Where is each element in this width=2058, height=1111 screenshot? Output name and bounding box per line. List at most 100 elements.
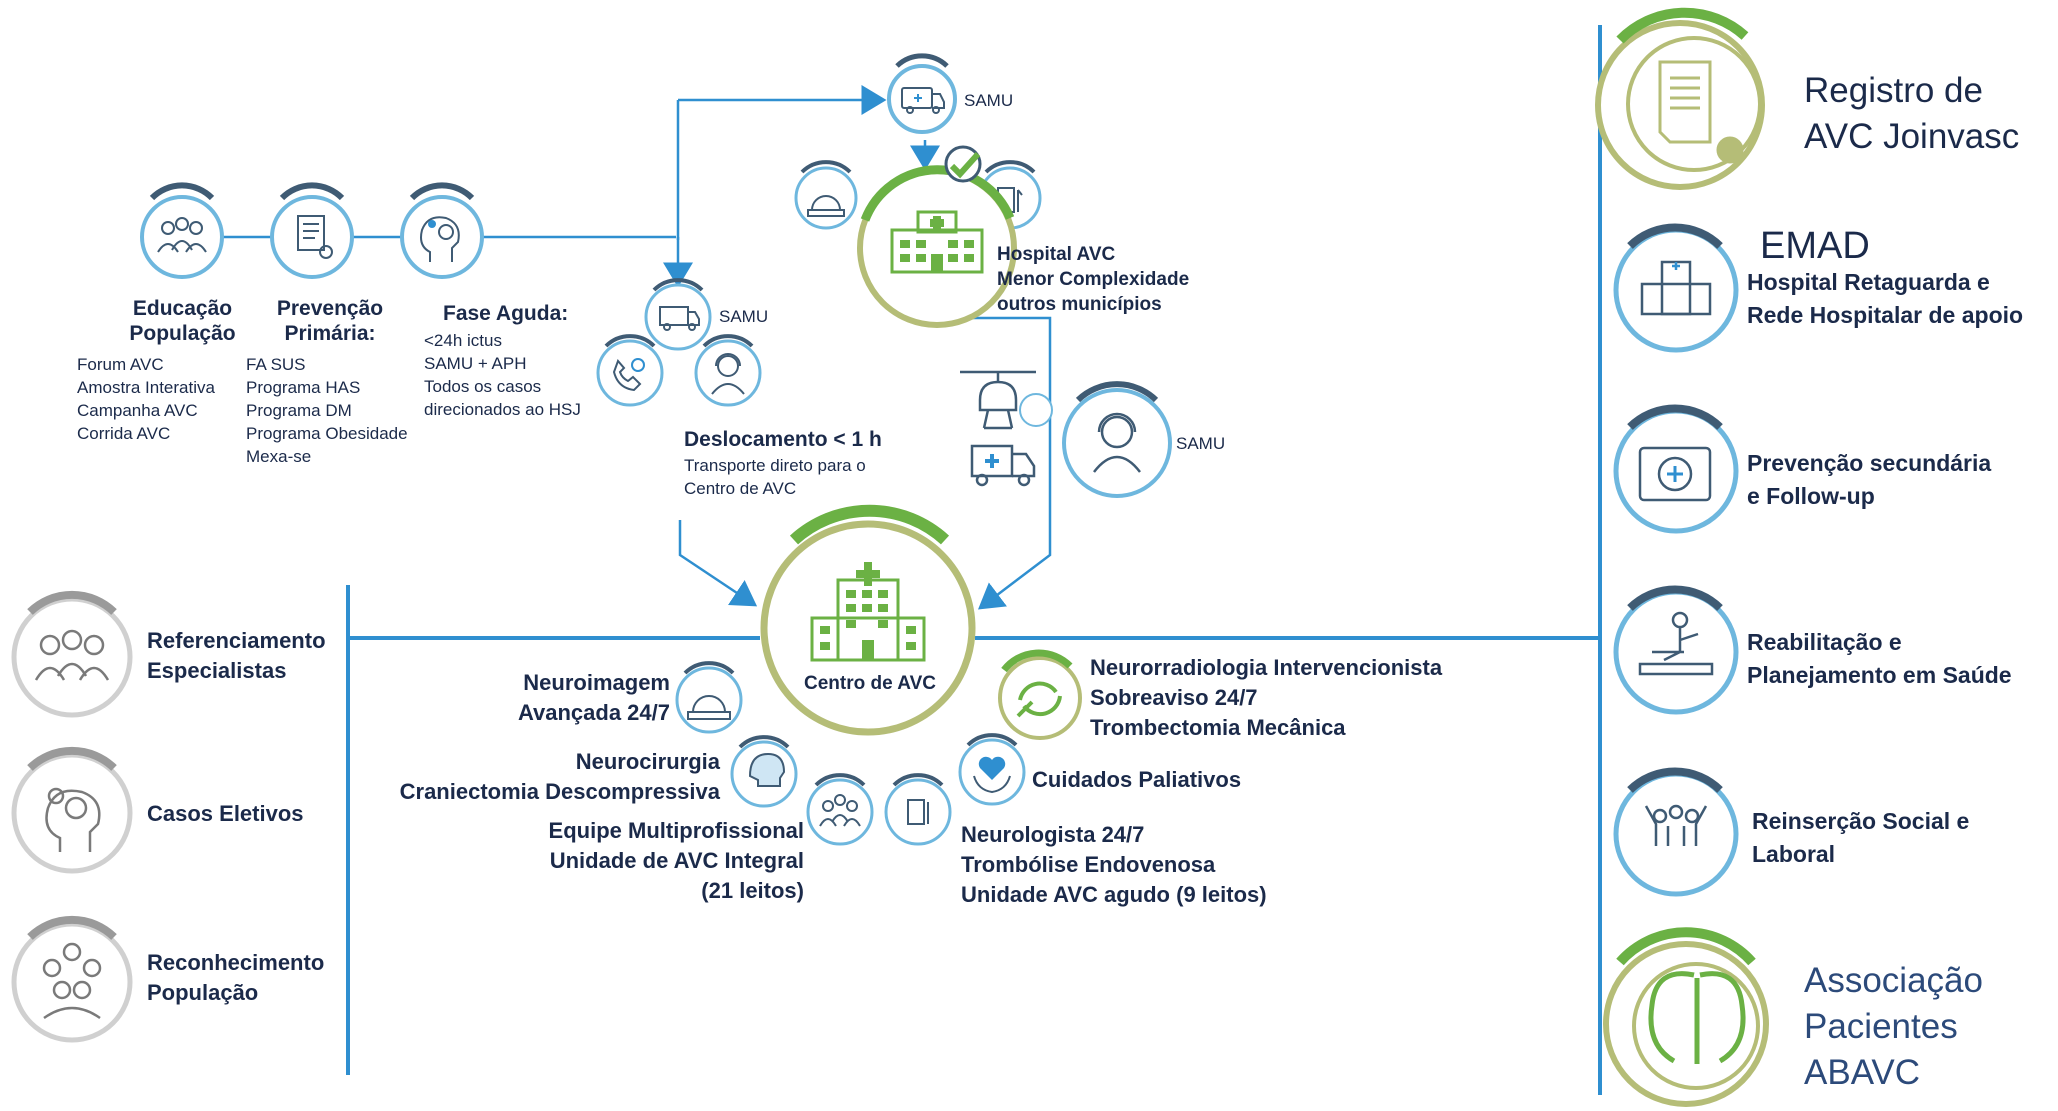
hospital-retaguarda-line-2: Rede Hospitalar de apoio: [1747, 302, 2024, 328]
prevencao-list: FA SUS Programa HAS Programa DM Programa…: [246, 353, 408, 468]
list-item: Centro de AVC: [684, 479, 797, 498]
medical-kit-icon: [1638, 446, 1712, 502]
neuroimagem-circle: [675, 661, 743, 734]
neurorradiologia-line-2: Sobreaviso 24/7: [1090, 685, 1258, 710]
neuroimagem-line-1: Neuroimagem: [523, 670, 670, 695]
hospital-retaguarda-line-1: Hospital Retaguarda e: [1747, 269, 1990, 295]
equipe-label: Equipe Multiprofissional Unidade de AVC …: [500, 816, 804, 906]
neurorradiologia-line-1: Neurorradiologia Intervencionista: [1090, 655, 1443, 680]
document-icon: [297, 215, 333, 259]
phone-icon: [612, 358, 645, 392]
hospital-building-icon: [890, 210, 984, 274]
deslocamento-list: Transporte direto para o Centro de AVC: [684, 454, 866, 500]
referenciamento-line-1: Referenciamento: [147, 628, 326, 653]
registry-document-icon: [1658, 60, 1744, 164]
hospital-avc-line-1: Hospital AVC: [997, 244, 1116, 265]
educacao-title-line-2: População: [129, 322, 236, 345]
mri-icon: [687, 695, 731, 720]
associacao-circle: [1603, 927, 1769, 1107]
reabilitacao-line-2: Planejamento em Saúde: [1747, 662, 2012, 688]
prevencao-title-line-2: Primária:: [284, 322, 376, 345]
neurocirurgia-line-1: Neurocirurgia: [575, 749, 720, 774]
heart-hands-icon: [973, 756, 1011, 794]
left-circle-3: [11, 915, 133, 1043]
list-item: Amostra Interativa: [77, 378, 215, 397]
reconhecimento-line-1: Reconhecimento: [147, 950, 325, 975]
neurorradiologia-label: Neurorradiologia Intervencionista Sobrea…: [1090, 653, 1442, 743]
centro-avc-circle: [760, 504, 976, 736]
educacao-icon-circle: [140, 182, 224, 279]
list-item: direcionados ao HSJ: [424, 400, 581, 419]
people-icon: [157, 217, 207, 253]
prevencao-secundaria-circle: [1613, 404, 1739, 534]
reinsercao-line-1: Reinserção Social e: [1752, 808, 1970, 834]
associacao-label: Associação Pacientes ABAVC: [1804, 958, 1983, 1096]
samu-mid-label: SAMU: [719, 307, 769, 326]
neurologista-line-3: Unidade AVC agudo (9 leitos): [961, 882, 1267, 907]
registro-circle: [1595, 7, 1765, 190]
reabilitacao-circle: [1613, 585, 1739, 715]
connector-lines: [346, 25, 1602, 1095]
ambulance-right-icon: [970, 444, 1036, 487]
associacao-line-3: ABAVC: [1804, 1053, 1921, 1092]
samu-right-label: SAMU: [1176, 434, 1226, 453]
list-item: Programa DM: [246, 401, 352, 420]
list-item: Mexa-se: [246, 447, 312, 466]
prevencao-title: Prevenção Primária:: [250, 296, 410, 346]
list-item: SAMU + APH: [424, 354, 527, 373]
head-elective-icon: [45, 787, 101, 852]
helicopter-icon: [960, 370, 1036, 430]
neurocirurgia-circle: [730, 735, 798, 808]
equipe-circle: [806, 773, 874, 846]
population-icon: [42, 942, 102, 1020]
neurologista-line-1: Neurologista 24/7: [961, 822, 1145, 847]
check-icon: [944, 145, 982, 183]
equipe-line-1: Equipe Multiprofissional: [548, 818, 804, 843]
hospital-retaguarda-circle: [1613, 223, 1739, 353]
neuroimagem-line-2: Avançada 24/7: [517, 700, 670, 725]
rehab-icon: [1638, 611, 1714, 676]
referenciamento-label: Referenciamento Especialistas: [147, 626, 326, 686]
reconhecimento-label: Reconhecimento População: [147, 948, 324, 1008]
centro-windows: [820, 590, 916, 660]
neurologista-circle: [884, 773, 952, 846]
registro-line-1: Registro de: [1804, 71, 1983, 110]
scanner-icon: [807, 195, 845, 217]
list-item: Transporte direto para o: [684, 456, 866, 475]
registro-line-2: AVC Joinvasc: [1804, 117, 2020, 156]
operator-icon: [711, 353, 745, 395]
samu-mid-cluster: [596, 278, 762, 407]
fase-aguda-list: <24h ictus SAMU + APH Todos os casos dir…: [424, 329, 581, 421]
brain-icon: [1648, 971, 1746, 1064]
team-icon: [819, 794, 861, 827]
equipe-line-3: (21 leitos): [701, 878, 804, 903]
ambulance-icon: [901, 87, 945, 114]
left-circle-1: [11, 590, 133, 718]
list-item: FA SUS: [246, 355, 306, 374]
hospital-avc-line-3: outros municípios: [997, 294, 1162, 315]
prevencao-secundaria-line-2: e Follow-up: [1747, 483, 1875, 509]
reconhecimento-line-2: População: [147, 980, 259, 1005]
samu-top-circle: [887, 53, 957, 134]
prevencao-title-line-1: Prevenção: [276, 297, 384, 320]
hospital-avc-line-2: Menor Complexidade: [997, 269, 1190, 290]
ambulance-mid-icon: [659, 306, 700, 331]
prevencao-secundaria-line-1: Prevenção secundária: [1747, 450, 1992, 476]
cuidados-circle: [958, 733, 1026, 806]
prevencao-icon-circle: [270, 182, 354, 279]
list-item: <24h ictus: [424, 331, 502, 350]
hospital-avc-cluster: [794, 145, 1042, 328]
samu-top-label: SAMU: [964, 91, 1014, 110]
cuidados-label: Cuidados Paliativos: [1032, 767, 1242, 792]
neurorradiologia-line-3: Trombectomia Mecânica: [1090, 715, 1346, 740]
equipe-line-2: Unidade de AVC Integral: [549, 848, 804, 873]
neurocirurgia-line-2: Craniectomia Descompressiva: [399, 779, 720, 804]
reabilitacao-line-1: Reabilitação e: [1747, 629, 1902, 655]
arrow-right-to-center: [935, 316, 1052, 610]
hospital-avc-label: Hospital AVC Menor Complexidade outros m…: [997, 242, 1189, 317]
associacao-line-2: Pacientes: [1804, 1007, 1958, 1046]
reinsercao-line-2: Laboral: [1752, 841, 1836, 867]
list-item: Programa HAS: [246, 378, 361, 397]
associacao-line-1: Associação: [1804, 961, 1983, 1000]
